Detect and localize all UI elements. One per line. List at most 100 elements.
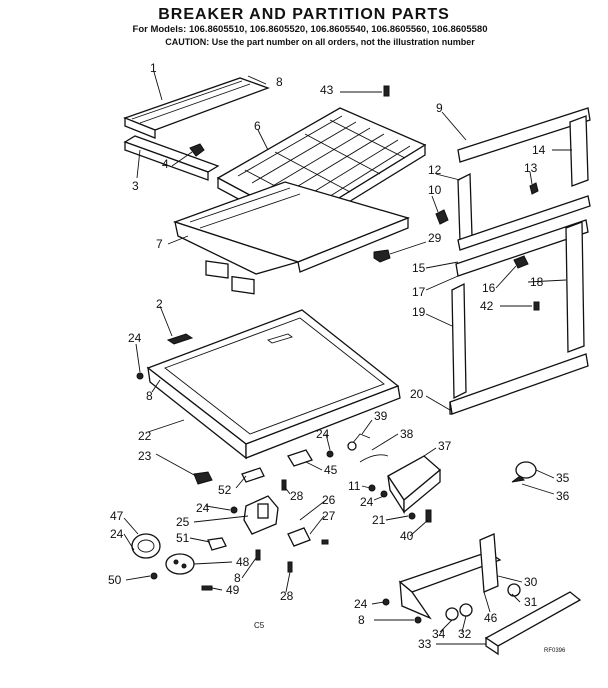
callout-29: 29 xyxy=(428,231,442,245)
callout-39: 39 xyxy=(374,409,388,423)
part-24-nut-c xyxy=(380,490,388,498)
part-49-screw xyxy=(201,585,213,591)
callout-27: 27 xyxy=(322,509,336,523)
part-16-clip xyxy=(513,255,529,269)
model-list: For Models: 106.8605510, 106.8605520, 10… xyxy=(132,24,488,35)
leader-lines xyxy=(123,71,572,645)
callout-20: 20 xyxy=(410,387,424,401)
part-21-screw xyxy=(408,512,416,520)
part-34-screw xyxy=(445,607,459,621)
diagram-title: BREAKER AND PARTITION PARTS xyxy=(158,6,450,23)
callout-18: 18 xyxy=(530,275,544,289)
part-47-light-socket xyxy=(131,533,161,559)
callout-25: 25 xyxy=(176,515,190,529)
callout-7: 7 xyxy=(156,237,163,251)
callout-22: 22 xyxy=(138,429,152,443)
callout-43: 43 xyxy=(320,83,334,97)
page-code: C5 xyxy=(254,621,265,630)
callout-3: 3 xyxy=(132,179,139,193)
part-18-post xyxy=(565,221,585,353)
part-39-wire xyxy=(347,433,371,451)
part-35-knob xyxy=(511,461,537,483)
part-31-knob xyxy=(507,583,521,597)
callout-40: 40 xyxy=(400,529,414,543)
part-48-plate xyxy=(165,553,195,575)
part-43-screw xyxy=(383,85,390,97)
callout-21: 21 xyxy=(372,513,386,527)
part-24-nut-d xyxy=(230,506,238,514)
callout-2: 2 xyxy=(156,297,163,311)
callout-9: 9 xyxy=(436,101,443,115)
callout-48: 48 xyxy=(236,555,250,569)
callout-19: 19 xyxy=(412,305,426,319)
part-3-strip xyxy=(123,135,220,181)
callout-32: 32 xyxy=(458,627,472,641)
part-24-screw xyxy=(136,372,144,380)
part-28-screw-b xyxy=(287,561,293,573)
callout-14: 14 xyxy=(532,143,546,157)
part-13-clip xyxy=(529,182,539,195)
part-33-rail xyxy=(484,591,582,656)
part-9-partition-bar xyxy=(457,107,591,163)
part-10-clip xyxy=(435,209,449,225)
part-37-housing xyxy=(387,455,442,515)
part-27-block xyxy=(287,527,329,547)
callout-35: 35 xyxy=(556,471,570,485)
partition-rails xyxy=(455,195,591,277)
callout-30: 30 xyxy=(524,575,538,589)
callout-49: 49 xyxy=(226,583,240,597)
callout-45: 45 xyxy=(324,463,338,477)
callout-1: 1 xyxy=(150,61,157,75)
part-30-rail xyxy=(398,551,502,620)
callout-24: 24 xyxy=(354,597,368,611)
part-1-breaker-strip xyxy=(123,77,270,139)
callout-17: 17 xyxy=(412,285,426,299)
callout-8: 8 xyxy=(146,389,153,403)
part-32-screw xyxy=(459,603,473,617)
part-50-screw xyxy=(150,572,158,580)
callout-8: 8 xyxy=(276,75,283,89)
callout-50: 50 xyxy=(108,573,122,587)
part-8-screw-d xyxy=(414,616,422,624)
part-28-screw-a xyxy=(281,479,287,491)
part-8-screw-c xyxy=(255,549,261,561)
part-12-post xyxy=(457,172,473,244)
callout-23: 23 xyxy=(138,449,152,463)
callout-51: 51 xyxy=(176,531,190,545)
callout-24: 24 xyxy=(110,527,124,541)
part-25-control xyxy=(243,495,279,535)
callout-11: 11 xyxy=(348,479,361,493)
callout-33: 33 xyxy=(418,637,432,651)
callout-24: 24 xyxy=(316,427,330,441)
callout-34: 34 xyxy=(432,627,446,641)
callout-28: 28 xyxy=(290,489,304,503)
part-19-frame xyxy=(449,282,589,415)
callout-8: 8 xyxy=(234,571,241,585)
part-38-wire xyxy=(359,454,389,463)
callout-16: 16 xyxy=(482,281,496,295)
part-14-post xyxy=(569,115,589,187)
callout-31: 31 xyxy=(524,595,538,609)
callout-15: 15 xyxy=(412,261,426,275)
part-52-switch xyxy=(241,467,265,483)
callout-12: 12 xyxy=(428,163,442,177)
callout-24: 24 xyxy=(196,501,210,515)
callout-24: 24 xyxy=(128,331,142,345)
callout-28: 28 xyxy=(280,589,294,603)
part-23-clip xyxy=(193,471,213,485)
callout-37: 37 xyxy=(438,439,452,453)
part-2-pad xyxy=(166,333,194,345)
part-40-screw xyxy=(425,509,432,523)
callout-26: 26 xyxy=(322,493,336,507)
callout-labels: 1 8 43 9 6 4 3 14 12 13 10 7 29 15 16 18… xyxy=(108,61,570,651)
part-4-clip xyxy=(189,143,205,157)
part-7-cover xyxy=(173,181,410,295)
part-29-bracket xyxy=(373,249,391,263)
callout-36: 36 xyxy=(556,489,570,503)
callout-46: 46 xyxy=(484,611,498,625)
callout-47: 47 xyxy=(110,509,124,523)
callout-6: 6 xyxy=(254,119,261,133)
part-24-nut-b xyxy=(326,450,334,458)
part-42-screw xyxy=(533,301,540,311)
callout-8: 8 xyxy=(358,613,365,627)
